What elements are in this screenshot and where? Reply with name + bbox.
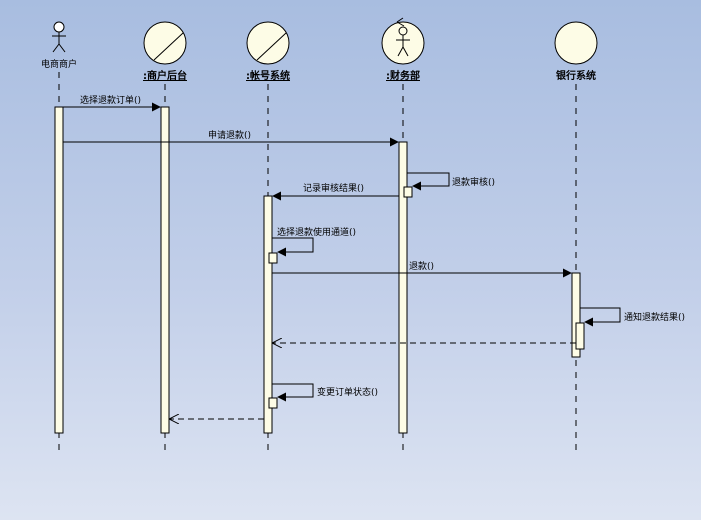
- activation-merchant: [54, 106, 64, 434]
- activation-bank-self: [575, 322, 585, 350]
- lifeline-label-account: :帐号系统: [246, 69, 290, 82]
- control-actor-icon: [381, 17, 425, 65]
- message-label-apply-refund: 申请退款(): [208, 129, 251, 141]
- lifeline-label-bank: 银行系统: [556, 69, 596, 82]
- lifeline-head-merchant: 电商商户: [41, 21, 77, 70]
- message-label-refund: 退款(): [409, 260, 434, 272]
- entity-icon: [554, 21, 598, 65]
- message-arrow-change-status: [272, 383, 314, 402]
- lifeline-label-finance: :财务部: [386, 69, 420, 82]
- message-arrow-refund-review: [407, 172, 450, 191]
- lifeline-head-account: :帐号系统: [246, 21, 290, 82]
- message-arrow-select-channel: [272, 237, 314, 257]
- boundary-icon: [246, 21, 290, 65]
- actor-icon: [52, 21, 66, 53]
- lifeline-label-backend: :商户后台: [143, 69, 187, 82]
- message-label-refund-review: 退款审核(): [452, 176, 495, 188]
- activation-backend: [160, 106, 170, 434]
- lifeline-label-merchant: 电商商户: [41, 58, 77, 70]
- boundary-icon: [143, 21, 187, 65]
- message-label-notify-result: 通知退款结果(): [624, 311, 685, 323]
- message-label-select-channel: 选择退款使用通道(): [277, 226, 356, 238]
- activation-bars: [54, 106, 585, 434]
- activation-bank: [571, 272, 581, 358]
- message-label-change-status: 变更订单状态(): [317, 386, 378, 398]
- lifeline-head-finance: :财务部: [381, 17, 425, 82]
- messages: [63, 102, 621, 419]
- activation-account-self-1: [268, 252, 278, 264]
- activation-finance-self: [403, 186, 413, 198]
- message-labels: 选择退款订单() 申请退款() 退款审核() 记录审核结果() 选择退款使用通道…: [80, 94, 685, 398]
- lifeline-head-backend: :商户后台: [143, 21, 187, 82]
- activation-account-self-2: [268, 397, 278, 409]
- lifeline-head-bank: 银行系统: [554, 21, 598, 82]
- message-label-select-order: 选择退款订单(): [80, 94, 141, 106]
- message-arrow-notify-result: [580, 307, 621, 327]
- activation-account: [263, 195, 273, 434]
- activation-finance: [398, 141, 408, 434]
- message-label-record-result: 记录审核结果(): [303, 182, 364, 194]
